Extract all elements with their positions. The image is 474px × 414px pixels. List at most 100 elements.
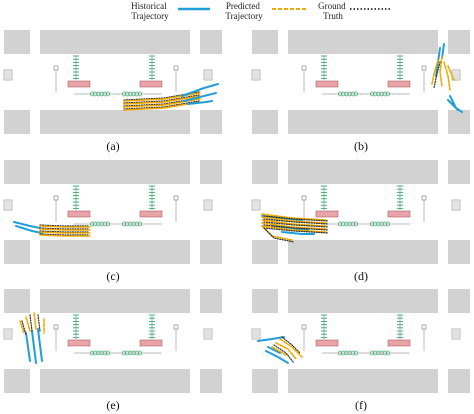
signal-box: [173, 324, 179, 330]
legend-predicted-line1: Predicted: [226, 1, 260, 11]
side-crossing: [451, 328, 461, 340]
panel-a: (a): [3, 30, 222, 153]
legend-ground-line1: Ground: [318, 1, 346, 11]
signal-box: [53, 324, 59, 330]
crosswalk-chain: [386, 91, 390, 97]
building-block: [252, 30, 278, 54]
building-block: [448, 289, 470, 313]
predicted-trajectory: [261, 219, 327, 227]
side-crossing: [203, 328, 213, 340]
crosswalk-chain: [386, 221, 390, 227]
side-crossing: [251, 328, 261, 340]
panel-f: (f): [251, 289, 470, 412]
ground-truth-trajectory: [263, 215, 329, 222]
predicted-trajectory: [33, 312, 37, 330]
historical-trajectory: [447, 99, 459, 111]
vehicle: [67, 339, 91, 347]
ground-truth-trajectory: [39, 233, 89, 236]
ground-truth-trajectory: [263, 227, 329, 234]
ground-truth-trajectory: [39, 224, 89, 227]
vehicle: [315, 339, 339, 347]
historical-trajectory: [257, 336, 285, 342]
signal-box: [301, 65, 307, 71]
signal-box: [53, 195, 59, 201]
building-block: [288, 30, 438, 54]
panels-grid: (a)(b)(c)(d)(e)(f): [3, 30, 470, 412]
ground-truth-trajectory: [263, 224, 329, 231]
legend-historical-line2: Trajectory: [131, 11, 169, 21]
panel-b: (b): [251, 30, 470, 153]
crosswalk-chain: [106, 91, 110, 97]
building-block: [288, 369, 438, 393]
side-crossing: [3, 199, 13, 211]
historical-trajectory: [15, 225, 43, 234]
predicted-trajectory: [123, 95, 201, 105]
building-block: [448, 240, 470, 264]
predicted-trajectory: [431, 59, 439, 85]
predicted-trajectory: [261, 222, 327, 230]
signal-box: [421, 324, 427, 330]
legend-historical-label: Historical Trajectory: [131, 1, 169, 21]
predicted-trajectory: [261, 225, 327, 233]
predicted-trajectory: [271, 346, 287, 356]
building-block: [252, 369, 278, 393]
panel-label: (f): [355, 398, 367, 412]
legend-historical-line1: Historical: [131, 1, 167, 11]
historical-trajectory: [267, 346, 281, 354]
building-block: [40, 289, 190, 313]
crosswalk-chain: [138, 350, 142, 356]
building-block: [200, 160, 222, 184]
building-block: [4, 30, 30, 54]
panel-label: (e): [106, 398, 119, 412]
building-block: [4, 289, 30, 313]
crosswalk-chain: [354, 350, 358, 356]
predicted-trajectory: [123, 92, 201, 102]
panel-d: (d): [251, 160, 470, 283]
building-block: [252, 110, 278, 134]
side-crossing: [251, 199, 261, 211]
panel-label: (a): [106, 139, 119, 153]
predicted-trajectory: [39, 234, 91, 237]
building-block: [40, 369, 190, 393]
ground-truth-trajectory: [273, 344, 295, 364]
building-block: [40, 160, 190, 184]
building-block: [448, 110, 470, 134]
building-block: [4, 240, 30, 264]
predicted-trajectory: [279, 338, 303, 358]
vehicle: [387, 80, 411, 88]
historical-trajectory: [281, 231, 315, 235]
predicted-trajectory: [261, 216, 327, 224]
vehicle: [67, 210, 91, 218]
building-block: [200, 30, 222, 54]
side-crossing: [451, 199, 461, 211]
building-block: [448, 160, 470, 184]
signal-box: [421, 65, 427, 71]
legend-ground-label: Ground Truth: [318, 1, 348, 21]
vehicle: [387, 210, 411, 218]
historical-trajectory: [13, 221, 41, 229]
predicted-trajectory: [275, 342, 297, 360]
building-block: [252, 160, 278, 184]
panel-label: (d): [354, 269, 368, 283]
predicted-trajectory: [447, 65, 455, 81]
panel-e: (e): [3, 289, 222, 412]
predicted-trajectory: [39, 231, 91, 234]
ground-truth-trajectory: [263, 227, 295, 243]
historical-trajectory: [25, 332, 31, 362]
ground-truth-trajectory: [29, 314, 33, 332]
building-block: [4, 160, 30, 184]
ground-truth-trajectory: [263, 221, 329, 228]
panel-label: (b): [354, 139, 368, 153]
building-block: [200, 110, 222, 134]
crosswalk-chain: [138, 221, 142, 227]
legend-ground-line2: Truth: [323, 11, 343, 21]
predicted-trajectory: [443, 61, 451, 91]
historical-trajectory: [265, 350, 289, 364]
building-block: [448, 369, 470, 393]
vehicle: [67, 80, 91, 88]
crosswalk-chain: [106, 350, 110, 356]
predicted-trajectory: [39, 228, 91, 231]
building-block: [200, 369, 222, 393]
legend-predicted-label: Predicted Trajectory: [225, 1, 263, 21]
ground-truth-trajectory: [263, 218, 329, 225]
